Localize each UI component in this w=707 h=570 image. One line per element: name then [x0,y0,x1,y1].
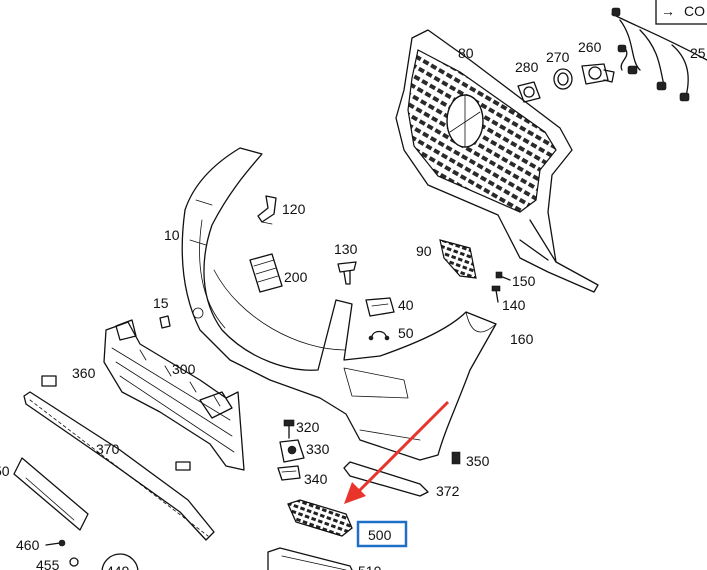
label-200: 200 [284,269,308,285]
highlight-arrow [344,400,450,504]
part-sensor-ring-270 [553,68,573,90]
label-edge-50: 50 [0,463,10,479]
label-270: 270 [546,49,570,65]
label-320: 320 [296,419,320,435]
part-sensor-260 [581,63,615,85]
part-clip-50 [368,330,390,341]
label-340: 340 [304,471,328,487]
part-license-plate-holder [13,457,89,531]
label-449: 449 [106,563,130,570]
label-330: 330 [306,441,330,457]
part-bracket-330 [279,439,305,463]
part-spoiler-lip [23,391,215,541]
part-screw-460 [45,539,66,547]
part-trim-strip-372 [343,461,429,497]
label-10: 10 [164,227,180,243]
label-372: 372 [436,483,460,499]
label-260: 260 [578,39,602,55]
reference-label: CO [684,3,705,19]
label-50: 50 [398,325,414,341]
label-90: 90 [416,243,432,259]
part-callout-449 [101,553,139,570]
label-360: 360 [72,365,96,381]
label-80: 80 [458,45,474,61]
part-tab-360 [41,375,57,387]
label-120: 120 [282,201,306,217]
label-455: 455 [36,557,60,570]
part-bracket-340 [277,465,301,481]
highlight-box [356,520,408,548]
reference-box: → CO [655,0,707,25]
part-lower-grille-500 [287,499,353,537]
label-40: 40 [398,297,414,313]
part-energy-absorber [103,319,245,471]
label-130: 130 [334,241,358,257]
label-150: 150 [512,273,536,289]
part-screw-140 [491,285,501,303]
label-500: 500 [368,527,392,543]
part-radiator-grille [395,29,599,293]
part-bracket-40 [365,297,395,317]
part-grille-frame-510 [267,547,353,570]
label-350: 350 [466,453,490,469]
part-screw-455 [69,557,79,567]
label-15: 15 [153,295,169,311]
label-300: 300 [172,361,196,377]
arrow-glyph: → [661,3,675,19]
part-clip-130 [337,261,357,285]
arrow-head-icon [344,482,366,504]
label-460: 460 [16,537,40,553]
label-280: 280 [515,59,539,75]
part-labels: 80 280 270 260 25 120 10 130 90 200 150 … [0,39,706,570]
part-bumper-cover [181,147,497,461]
part-wiring-harness [611,7,707,102]
label-140: 140 [502,297,526,313]
part-sensor-holder-280 [517,81,541,103]
part-bolt-320 [283,419,295,439]
label-160: 160 [510,331,534,347]
part-clip-350 [451,451,461,465]
label-510: 510 [358,563,382,570]
label-370: 370 [96,441,120,457]
part-clip-15 [159,315,171,329]
label-25: 25 [690,45,706,61]
part-module-200 [249,253,283,293]
part-grille-insert-90 [439,239,477,279]
part-fastener-150 [495,271,511,281]
part-bracket-120 [257,195,277,225]
